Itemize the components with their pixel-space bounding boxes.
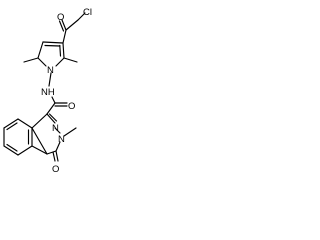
bond-carbonyl-o-1 bbox=[61, 19, 67, 31]
bond-n3-c4 bbox=[55, 141, 61, 152]
bond-c8a-c1 bbox=[31, 113, 48, 129]
atom-label-chlorine: Cl bbox=[83, 7, 92, 18]
bond-carbonyl-o-2 bbox=[58, 20, 65, 32]
atom-label-pyrrole-nitrogen: N bbox=[47, 65, 54, 76]
bond-pyrrole-c3-c4-inner bbox=[44, 44, 61, 47]
bond-benzo-1 bbox=[17, 118, 33, 129]
bond-carbonyl-ring bbox=[62, 29, 67, 44]
atom-label-amide-oxygen: O bbox=[68, 101, 75, 112]
chemical-structure-diagram: Cl O N NH O N N O bbox=[0, 0, 111, 180]
bond-c4a-c8a bbox=[31, 127, 48, 155]
atom-label-ring-nitrogen-2: N bbox=[58, 134, 65, 145]
bond-pyrrole-c3-c4 bbox=[42, 41, 64, 44]
bond-lactam-o-2 bbox=[52, 151, 56, 162]
bond-methyl-c2 bbox=[63, 57, 78, 63]
atom-label-ring-nitrogen-1: N bbox=[52, 123, 59, 134]
bond-pyrrole-c2-c3-inner bbox=[59, 44, 62, 57]
bond-ch2-carbonyl bbox=[65, 19, 79, 31]
bond-lactam-o-1 bbox=[55, 150, 59, 162]
bond-c4a-benzo bbox=[31, 145, 48, 155]
bond-benzo-4 bbox=[3, 145, 19, 156]
atom-label-lactam-oxygen: O bbox=[52, 164, 59, 175]
bond-benzo-2-inner bbox=[6, 122, 18, 131]
bond-pyrrole-n-c2 bbox=[55, 57, 65, 67]
bond-n-methyl bbox=[63, 127, 77, 137]
bond-pyrrole-c5-n bbox=[37, 57, 47, 67]
bond-benzo-5 bbox=[17, 145, 33, 156]
atom-label-amine-nh: NH bbox=[41, 87, 55, 98]
bond-benzo-2 bbox=[3, 118, 19, 129]
bond-c1-n2-inner bbox=[48, 113, 58, 122]
bond-n-nh bbox=[48, 72, 52, 87]
bond-amide-c-ring bbox=[46, 102, 56, 115]
bond-methyl-c5 bbox=[23, 57, 39, 63]
bond-pyrrole-c4-c5 bbox=[37, 41, 44, 59]
bond-pyrrole-c2-c3 bbox=[62, 42, 65, 59]
bond-c4-c4a bbox=[46, 150, 57, 155]
bond-c1-n2 bbox=[46, 113, 56, 124]
bond-benzo-4-inner bbox=[6, 143, 18, 152]
bond-nh-amide-c bbox=[51, 96, 56, 104]
atom-label-ketone-oxygen: O bbox=[57, 12, 64, 23]
bond-cl-ch2 bbox=[77, 12, 86, 21]
structure-canvas: Cl O N NH O N N O bbox=[3, 7, 92, 175]
bond-n2-n3 bbox=[54, 127, 61, 134]
